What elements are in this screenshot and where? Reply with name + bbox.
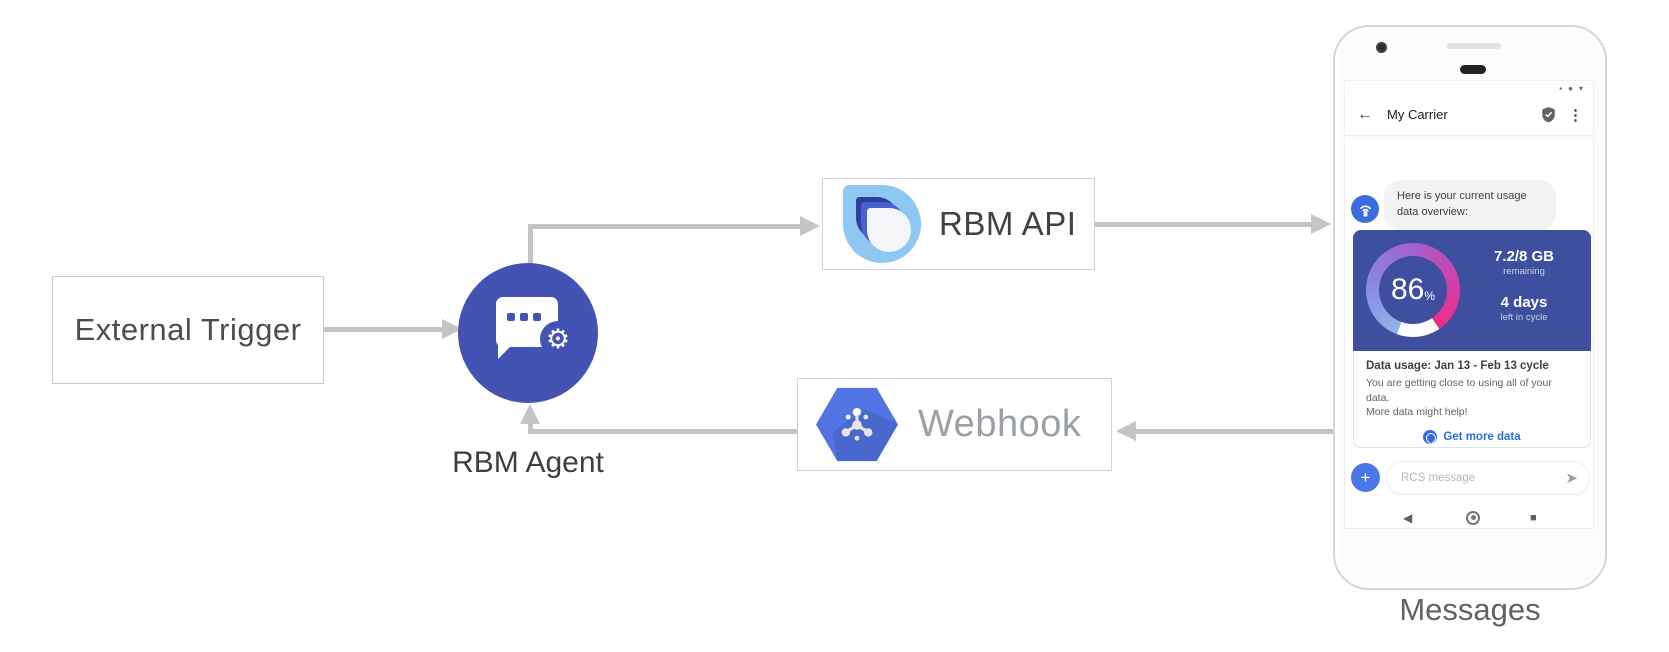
- arrowhead-agent-to-api: [800, 216, 820, 236]
- days-left-label: left in cycle: [1500, 312, 1548, 323]
- agent-avatar: [1351, 195, 1379, 223]
- status-triangle-icon: ▾: [1578, 84, 1583, 93]
- gear-icon: ⚙: [540, 321, 576, 357]
- data-remaining-label: remaining: [1503, 266, 1545, 277]
- bubble-text-line2: data overview:: [1397, 205, 1468, 218]
- arrowhead-api-to-phone: [1311, 214, 1331, 234]
- usage-percent-value: 86: [1390, 273, 1425, 306]
- rbm-api-logo-icon: [843, 185, 921, 263]
- arrow-trigger-to-agent: [324, 327, 444, 332]
- arrow-webhook-to-agent-vertical: [528, 418, 533, 434]
- compose-bar: ➤: [1386, 461, 1590, 495]
- arrowhead-webhook-to-agent: [520, 404, 540, 424]
- agent-message-bubble: Here is your current usage data overview…: [1384, 180, 1556, 230]
- back-arrow-icon[interactable]: ←: [1357, 105, 1373, 123]
- usage-percent-unit: %: [1424, 289, 1436, 303]
- conversation-title: My Carrier: [1387, 107, 1448, 122]
- front-camera-icon: [1376, 42, 1387, 53]
- pubsub-molecule-icon: [841, 407, 873, 441]
- attach-plus-button[interactable]: +: [1351, 463, 1380, 492]
- data-remaining-value: 7.2/8 GB: [1493, 248, 1555, 265]
- app-bar: ← My Carrier ⋮: [1345, 94, 1593, 136]
- rcs-message-input[interactable]: [1401, 472, 1566, 484]
- rbm-agent-label: RBM Agent: [452, 446, 604, 479]
- arrow-agent-to-api-horizontal: [528, 224, 802, 229]
- webhook-label: Webhook: [918, 403, 1082, 445]
- speaker-slot: [1447, 43, 1501, 49]
- arrow-webhook-to-agent-horizontal: [528, 429, 797, 434]
- get-more-data-icon: [1423, 430, 1438, 445]
- status-square-icon: ▪: [1559, 84, 1563, 93]
- nav-back-icon[interactable]: ◀: [1403, 510, 1413, 525]
- rbm-api-label: RBM API: [939, 205, 1077, 242]
- broadcast-tower-icon: [1359, 205, 1371, 216]
- bubble-text-line1: Here is your current usage: [1397, 190, 1527, 202]
- nav-recents-icon[interactable]: ■: [1530, 511, 1537, 524]
- usage-info-title: Data usage: Jan 13 - Feb 13 cycle: [1366, 360, 1549, 372]
- usage-overview-card: 86 % 7.2/8 GB remaining 4 days left in c…: [1353, 230, 1591, 351]
- phone-mockup: ▪ ● ▾ ← My Carrier ⋮: [1333, 25, 1607, 590]
- phone-screen: ▪ ● ▾ ← My Carrier ⋮: [1344, 80, 1594, 529]
- send-icon[interactable]: ➤: [1565, 470, 1578, 487]
- nav-home-icon[interactable]: [1466, 510, 1480, 525]
- usage-info-section: Data usage: Jan 13 - Feb 13 cycle You ar…: [1353, 351, 1591, 448]
- arrow-phone-to-webhook: [1136, 429, 1335, 434]
- chat-bubble-tail: [498, 345, 512, 359]
- earpiece: [1460, 65, 1486, 74]
- messages-caption: Messages: [1399, 592, 1541, 627]
- status-circle-icon: ●: [1568, 84, 1573, 93]
- arrowhead-phone-to-webhook: [1116, 421, 1136, 441]
- usage-info-body-line2: More data might help!: [1366, 406, 1468, 419]
- status-bar: ▪ ● ▾: [1559, 84, 1583, 93]
- arrow-api-to-phone: [1095, 222, 1313, 227]
- arrowhead-trigger-to-agent: [442, 319, 462, 339]
- external-trigger-label: External Trigger: [74, 312, 302, 347]
- webhook-box: Webhook: [797, 378, 1112, 471]
- arrow-agent-to-api-vertical: [528, 224, 533, 266]
- android-nav-bar: ◀ ■: [1345, 505, 1593, 528]
- days-left-value: 4 days: [1500, 294, 1548, 311]
- chat-dots-icon: [507, 313, 541, 321]
- usage-info-body-line1: You are getting close to using all of yo…: [1366, 377, 1552, 404]
- webhook-hexagon-icon: [816, 386, 898, 464]
- overflow-menu-icon[interactable]: ⋮: [1568, 106, 1583, 124]
- usage-gauge: 86 %: [1366, 243, 1460, 337]
- rbm-agent-node: ⚙: [458, 263, 598, 403]
- external-trigger-box: External Trigger: [52, 276, 324, 384]
- get-more-data-action[interactable]: Get more data: [1366, 430, 1578, 445]
- get-more-data-label: Get more data: [1443, 431, 1521, 444]
- rbm-api-box: RBM API: [822, 178, 1095, 270]
- verified-shield-icon: [1542, 107, 1555, 123]
